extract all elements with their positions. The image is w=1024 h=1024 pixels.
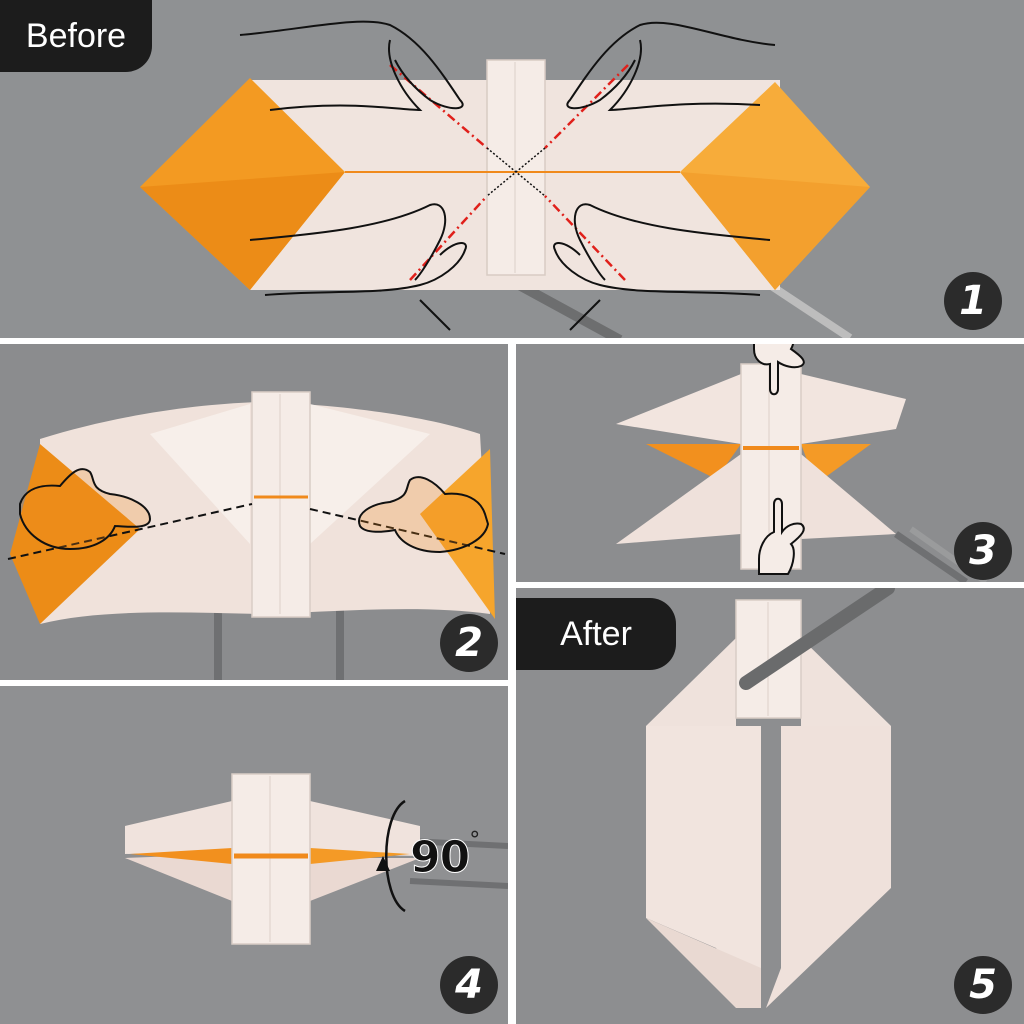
step-1-badge: 1 <box>944 272 1002 330</box>
before-label: Before <box>0 0 152 72</box>
step-4-illustration <box>125 773 508 945</box>
rotation-value: 90 <box>409 832 470 884</box>
step-5-panel: After 5 <box>516 588 1024 1024</box>
step-1-panel: Before 1 <box>0 0 1024 338</box>
step-2-badge: 2 <box>440 614 498 672</box>
rotation-arrow-icon <box>385 799 406 913</box>
step-2-panel: 2 <box>0 344 508 680</box>
step-4-badge: 4 <box>440 956 498 1014</box>
step-5-badge: 5 <box>954 956 1012 1014</box>
arrow-head-icon <box>376 856 390 871</box>
step-5-illustration <box>646 588 895 1008</box>
after-label: After <box>516 598 676 670</box>
step-3-badge: 3 <box>954 522 1012 580</box>
rotation-label: 90° <box>409 828 480 884</box>
degree-symbol: ° <box>469 828 480 853</box>
step-1-illustration <box>140 20 870 338</box>
step-3-panel: 3 <box>516 344 1024 582</box>
step-3-illustration <box>616 344 988 582</box>
step-4-panel: 90° 4 <box>0 686 508 1024</box>
step-2-illustration <box>7 391 506 680</box>
